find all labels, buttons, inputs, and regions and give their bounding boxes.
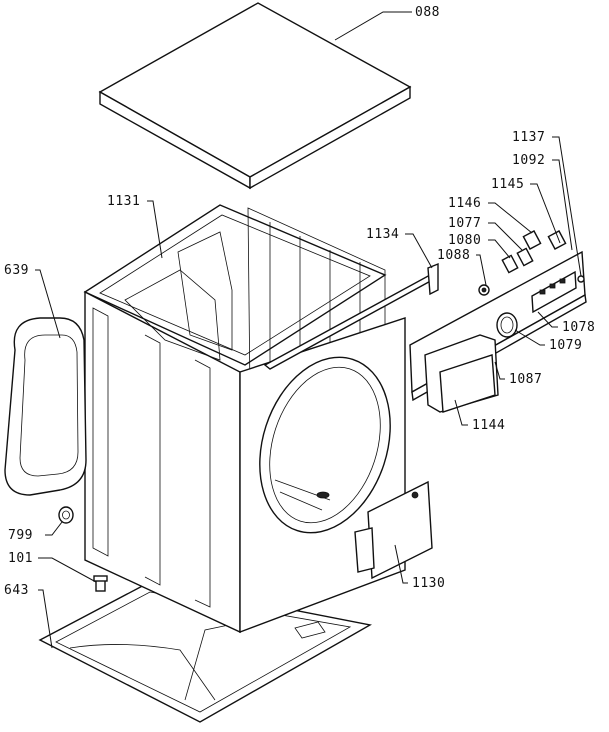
label-088: 088 bbox=[415, 5, 440, 20]
label-1131: 1131 bbox=[107, 194, 140, 209]
label-799: 799 bbox=[8, 528, 33, 543]
label-1134: 1134 bbox=[366, 227, 399, 242]
label-1145: 1145 bbox=[491, 177, 524, 192]
door-frame-part bbox=[4, 317, 87, 496]
label-1092: 1092 bbox=[512, 153, 545, 168]
label-1077: 1077 bbox=[448, 216, 481, 231]
part-labels: 088 1137 1092 1145 1146 1077 1080 1088 1… bbox=[4, 5, 595, 598]
label-1088: 1088 bbox=[437, 248, 470, 263]
label-1080: 1080 bbox=[448, 233, 481, 248]
switch-parts bbox=[478, 230, 567, 296]
label-1078: 1078 bbox=[562, 320, 595, 335]
leader-lines bbox=[35, 11, 582, 649]
label-639: 639 bbox=[4, 263, 29, 278]
small-parts bbox=[58, 506, 108, 592]
label-1130: 1130 bbox=[412, 576, 445, 591]
label-1146: 1146 bbox=[448, 196, 481, 211]
service-door-part bbox=[354, 480, 433, 580]
label-1137: 1137 bbox=[512, 130, 545, 145]
label-1144: 1144 bbox=[472, 418, 505, 433]
control-panel-part bbox=[409, 250, 587, 413]
base-frame-part bbox=[38, 581, 372, 723]
top-lid-part bbox=[98, 2, 412, 190]
label-643: 643 bbox=[4, 583, 29, 598]
label-1079: 1079 bbox=[549, 338, 582, 353]
label-101: 101 bbox=[8, 551, 33, 566]
label-1087: 1087 bbox=[509, 372, 542, 387]
